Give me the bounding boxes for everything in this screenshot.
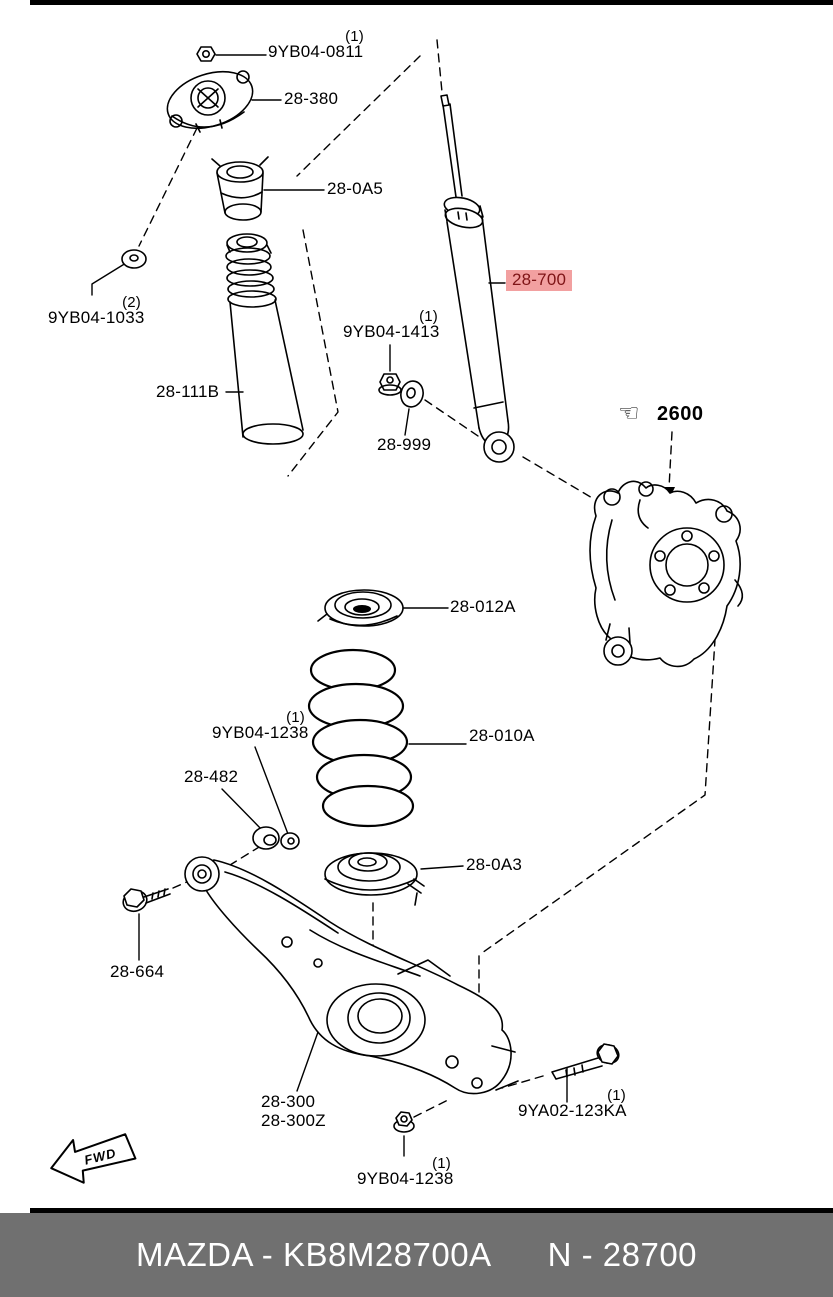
part-label-28-300[interactable]: 28-300 28-300Z [261, 1092, 326, 1130]
qty-badge: (2) [122, 294, 141, 311]
part-label-9yb04-1238-upper[interactable]: (1) 9YB04-1238 [212, 709, 309, 742]
upper-spring-seat-drawing [317, 589, 404, 627]
frame-top-border [30, 0, 833, 5]
nut-9yb04-0811-drawing [196, 46, 216, 62]
dust-boot-drawing [225, 233, 304, 445]
strut-mount-drawing [166, 70, 254, 133]
nut-9yb04-1238-drawing [393, 1111, 415, 1133]
lower-control-arm-drawing [184, 856, 519, 1095]
shock-absorber-drawing [440, 94, 515, 463]
part-label-28-010a[interactable]: 28-010A [469, 726, 535, 745]
part-label-28-0a5[interactable]: 28-0A5 [327, 179, 384, 198]
qty-badge: (1) [432, 1155, 451, 1172]
frame-bottom-border [30, 1208, 833, 1213]
part-label-2600[interactable]: 2600 [657, 403, 704, 425]
coil-spring-drawing [307, 648, 415, 828]
part-label-9yb04-0811[interactable]: (1) 9YB04-0811 [268, 28, 364, 61]
part-label-28-664[interactable]: 28-664 [110, 962, 165, 981]
lower-spring-seat-drawing [324, 852, 425, 906]
part-label-28-380[interactable]: 28-380 [284, 89, 339, 108]
part-label-9yb04-1238-lower[interactable]: (1) 9YB04-1238 [357, 1155, 454, 1188]
part-label-28-012a[interactable]: 28-012A [450, 597, 516, 616]
part-label-28-111b[interactable]: 28-111B [156, 382, 220, 401]
bolt-28-664-drawing [122, 888, 171, 913]
part-label-28-482[interactable]: 28-482 [184, 767, 239, 786]
footer-part-code: N - 28700 [547, 1236, 698, 1273]
bushing-washer-drawing [252, 826, 300, 850]
nut-9yb04-1413-drawing [378, 373, 402, 396]
part-label-9yb04-1033[interactable]: (2) 9YB04-1033 [48, 294, 145, 327]
bump-stop-cup-drawing [211, 156, 269, 221]
part-label-28-0a3[interactable]: 28-0A3 [466, 855, 523, 874]
washer-9yb04-1033-drawing [121, 249, 147, 269]
qty-badge: (1) [345, 28, 364, 45]
leader-lines [91, 54, 568, 1157]
qty-badge: (1) [419, 308, 438, 325]
part-label-28-700-highlighted[interactable]: 28-700 [506, 270, 573, 291]
footer-catalog-code: MAZDA - KB8M28700A [135, 1236, 492, 1273]
pointing-hand-icon: ☜ [618, 400, 640, 427]
footer-bar: MAZDA - KB8M28700A N - 28700 [0, 1213, 833, 1297]
fwd-arrow [50, 1133, 137, 1184]
part-label-9yb04-1413[interactable]: (1) 9YB04-1413 [343, 308, 440, 341]
bolt-9ya02-123ka-drawing [551, 1043, 620, 1080]
qty-badge: (1) [286, 709, 305, 726]
part-label-28-999[interactable]: 28-999 [377, 435, 432, 454]
exploded-diagram [50, 39, 744, 1184]
rear-knuckle-drawing [589, 480, 744, 668]
washer-28-999-drawing [400, 380, 424, 408]
part-label-9ya02-123ka[interactable]: (1) 9YA02-123KA [518, 1087, 627, 1120]
qty-badge: (1) [607, 1087, 626, 1104]
